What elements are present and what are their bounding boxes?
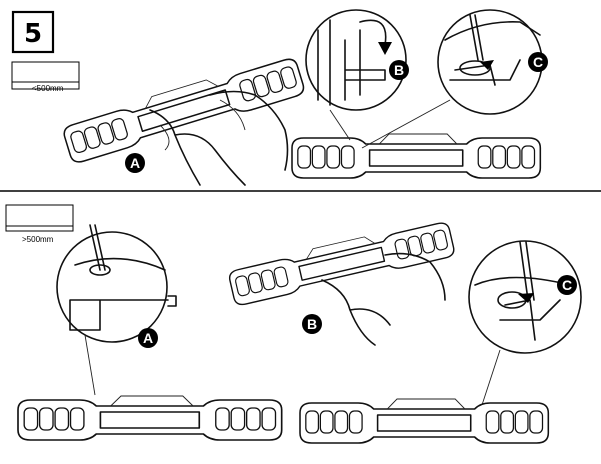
callout-c-top: C [528,52,548,72]
step-number-box: 5 [11,10,55,54]
callout-a-bottom: A [138,328,158,348]
length-spec-top-label: <500mm [32,84,64,93]
svg-text:B: B [394,62,404,78]
svg-text:C: C [562,277,572,293]
svg-text:A: A [130,155,140,171]
svg-text:B: B [307,316,317,332]
callout-c-bottom: C [557,275,577,295]
hands-illustration-bottom [321,252,446,346]
length-spec-bottom-label: >500mm [22,235,54,244]
detail-circle-c-top [361,9,543,149]
callout-b-bottom: B [302,314,322,334]
detail-circle-a-bottom [56,224,177,396]
light-bar-step-bc-top [291,133,542,179]
callout-b-top: B [389,60,409,80]
light-bar-step-a-bottom [17,395,283,441]
detail-circle-b-top [305,9,407,141]
svg-text:A: A [143,330,153,346]
step-number: 5 [24,19,42,49]
svg-text:C: C [533,54,543,70]
length-spec-bottom: >500mm [5,204,74,244]
detail-circle-c-bottom [468,240,582,406]
light-bar-step-c-bottom [299,398,550,444]
length-spec-top: <500mm [11,61,80,93]
light-bar-step-a-top [60,52,307,166]
hands-illustration-top [149,90,289,186]
callout-a-top: A [125,153,145,173]
